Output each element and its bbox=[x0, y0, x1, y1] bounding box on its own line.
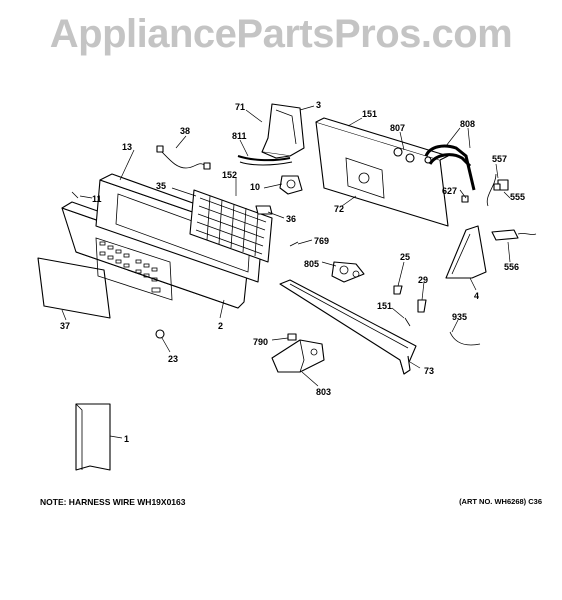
callout-805: 805 bbox=[304, 259, 319, 269]
callout-935: 935 bbox=[452, 312, 467, 322]
callout-73: 73 bbox=[424, 366, 434, 376]
part-557-cord bbox=[486, 173, 509, 207]
part-23-knob bbox=[155, 329, 165, 339]
part-808-inlet-hoses bbox=[424, 144, 476, 191]
callout-23: 23 bbox=[168, 354, 178, 364]
callout-3: 3 bbox=[316, 100, 321, 110]
callout-808: 808 bbox=[460, 119, 475, 129]
part-37-overlay bbox=[37, 257, 111, 319]
callout-13: 13 bbox=[122, 142, 132, 152]
callout-2: 2 bbox=[218, 321, 223, 331]
callout-36: 36 bbox=[286, 214, 296, 224]
part-4-end-bracket bbox=[445, 225, 487, 279]
callout-labels: 71 3 151 807 808 38 811 13 557 10 152 35… bbox=[60, 100, 525, 444]
part-11-screw bbox=[71, 191, 79, 199]
callout-790: 790 bbox=[253, 337, 268, 347]
part-811-hose bbox=[237, 155, 293, 166]
part-73-rail bbox=[279, 279, 417, 375]
harness-note: NOTE: HARNESS WIRE WH19X0163 bbox=[40, 497, 186, 507]
panel-buttons bbox=[99, 241, 161, 293]
callout-37: 37 bbox=[60, 321, 70, 331]
callout-4: 4 bbox=[474, 291, 479, 301]
callout-556: 556 bbox=[504, 262, 519, 272]
part-627-clip bbox=[461, 195, 469, 203]
callout-555: 555 bbox=[510, 192, 525, 202]
callout-803: 803 bbox=[316, 387, 331, 397]
part-769-screw bbox=[289, 241, 299, 247]
callout-38: 38 bbox=[180, 126, 190, 136]
callout-769: 769 bbox=[314, 236, 329, 246]
part-151-screw bbox=[404, 317, 411, 327]
part-72-backsplash bbox=[315, 117, 449, 227]
callout-10: 10 bbox=[250, 182, 260, 192]
part-807-grommets bbox=[393, 147, 415, 163]
callout-29: 29 bbox=[418, 275, 428, 285]
callout-557: 557 bbox=[492, 154, 507, 164]
callout-807: 807 bbox=[390, 123, 405, 133]
callout-25: 25 bbox=[400, 252, 410, 262]
part-790-clip bbox=[287, 333, 297, 341]
part-35-circuit-board bbox=[189, 189, 273, 263]
part-1-manual bbox=[75, 403, 111, 471]
part-10-pressure-switch bbox=[279, 175, 303, 195]
part-25-clip bbox=[393, 285, 403, 295]
part-38-harness bbox=[156, 145, 211, 170]
callout-71: 71 bbox=[235, 102, 245, 112]
part-935-wire bbox=[449, 331, 481, 346]
part-29-fastener bbox=[417, 299, 427, 313]
callout-35: 35 bbox=[156, 181, 166, 191]
callout-11: 11 bbox=[92, 194, 102, 204]
callout-811: 811 bbox=[232, 131, 247, 141]
part-556-terminal bbox=[491, 229, 537, 241]
callout-627: 627 bbox=[442, 186, 457, 196]
watermark-text: AppliancePartsPros.com bbox=[49, 12, 513, 56]
part-805-valve bbox=[331, 261, 365, 283]
callout-151-top: 151 bbox=[362, 109, 377, 119]
callout-152: 152 bbox=[222, 170, 237, 180]
leader-lines bbox=[61, 105, 511, 439]
art-number: (ART NO. WH6268) C36 bbox=[459, 497, 542, 506]
part-3-bracket bbox=[261, 103, 305, 159]
callout-151-bottom: 151 bbox=[377, 301, 392, 311]
callout-72: 72 bbox=[334, 204, 344, 214]
callout-1: 1 bbox=[124, 434, 129, 444]
part-803-pump bbox=[271, 339, 325, 373]
